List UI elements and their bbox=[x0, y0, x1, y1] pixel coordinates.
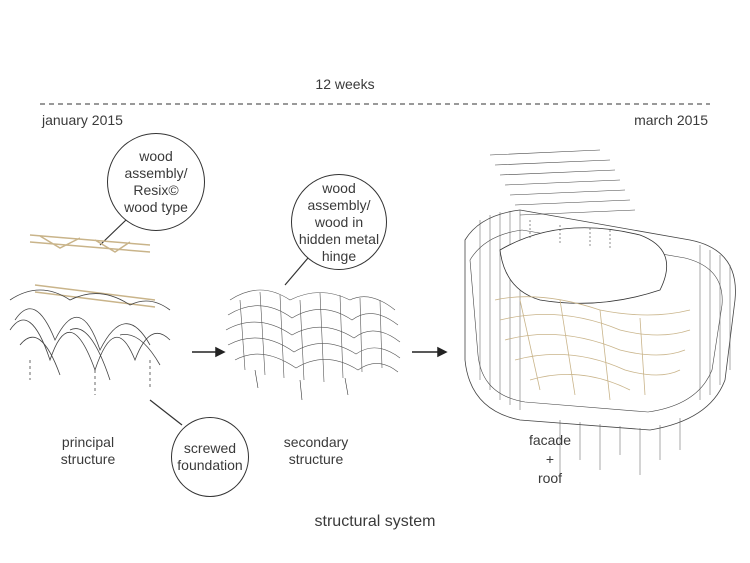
label-line: structure bbox=[288, 451, 344, 467]
callout-line: screwed bbox=[183, 440, 237, 456]
stage-label-principal: principal structure bbox=[50, 434, 126, 468]
label-line: + bbox=[545, 451, 555, 467]
callout-line: wood bbox=[322, 179, 356, 196]
callout-line: assembly/ bbox=[307, 196, 371, 213]
start-date-label: january 2015 bbox=[42, 112, 123, 128]
callout-line: wood type bbox=[124, 199, 188, 215]
callout-line: assembly/ bbox=[124, 165, 188, 181]
arrow-1 bbox=[192, 346, 226, 358]
label-line: structure bbox=[60, 451, 116, 467]
callout-screwed-foundation: screwed foundation bbox=[171, 417, 249, 497]
label-line: principal bbox=[61, 434, 115, 450]
callout-line: wood in bbox=[314, 213, 364, 230]
stage-label-secondary: secondary structure bbox=[274, 434, 358, 468]
label-line: secondary bbox=[283, 434, 349, 450]
facade-roof-drawing bbox=[464, 149, 736, 480]
leader-line-2 bbox=[284, 257, 309, 286]
callout-line: hinge bbox=[321, 247, 357, 264]
callout-wood-assembly-resix: wood assembly/ Resix© wood type bbox=[107, 133, 205, 231]
callout-line: wood bbox=[139, 148, 173, 164]
secondary-structure-drawing bbox=[225, 289, 401, 401]
duration-label: 12 weeks bbox=[315, 76, 375, 92]
stage-label-facade: facade + roof bbox=[520, 431, 580, 488]
label-line: facade bbox=[528, 432, 572, 448]
end-date-label: march 2015 bbox=[634, 112, 708, 128]
principal-structure-drawing bbox=[9, 234, 171, 395]
callout-wood-hidden-hinge: wood assembly/ wood in hidden metal hing… bbox=[291, 174, 387, 270]
callout-line: foundation bbox=[177, 457, 243, 473]
callout-line: Resix© bbox=[133, 182, 179, 198]
callout-line: hidden metal bbox=[298, 230, 380, 247]
diagram-title: structural system bbox=[314, 513, 436, 530]
label-line: roof bbox=[537, 470, 563, 486]
arrow-2 bbox=[412, 346, 448, 358]
leader-line-3 bbox=[149, 399, 183, 426]
